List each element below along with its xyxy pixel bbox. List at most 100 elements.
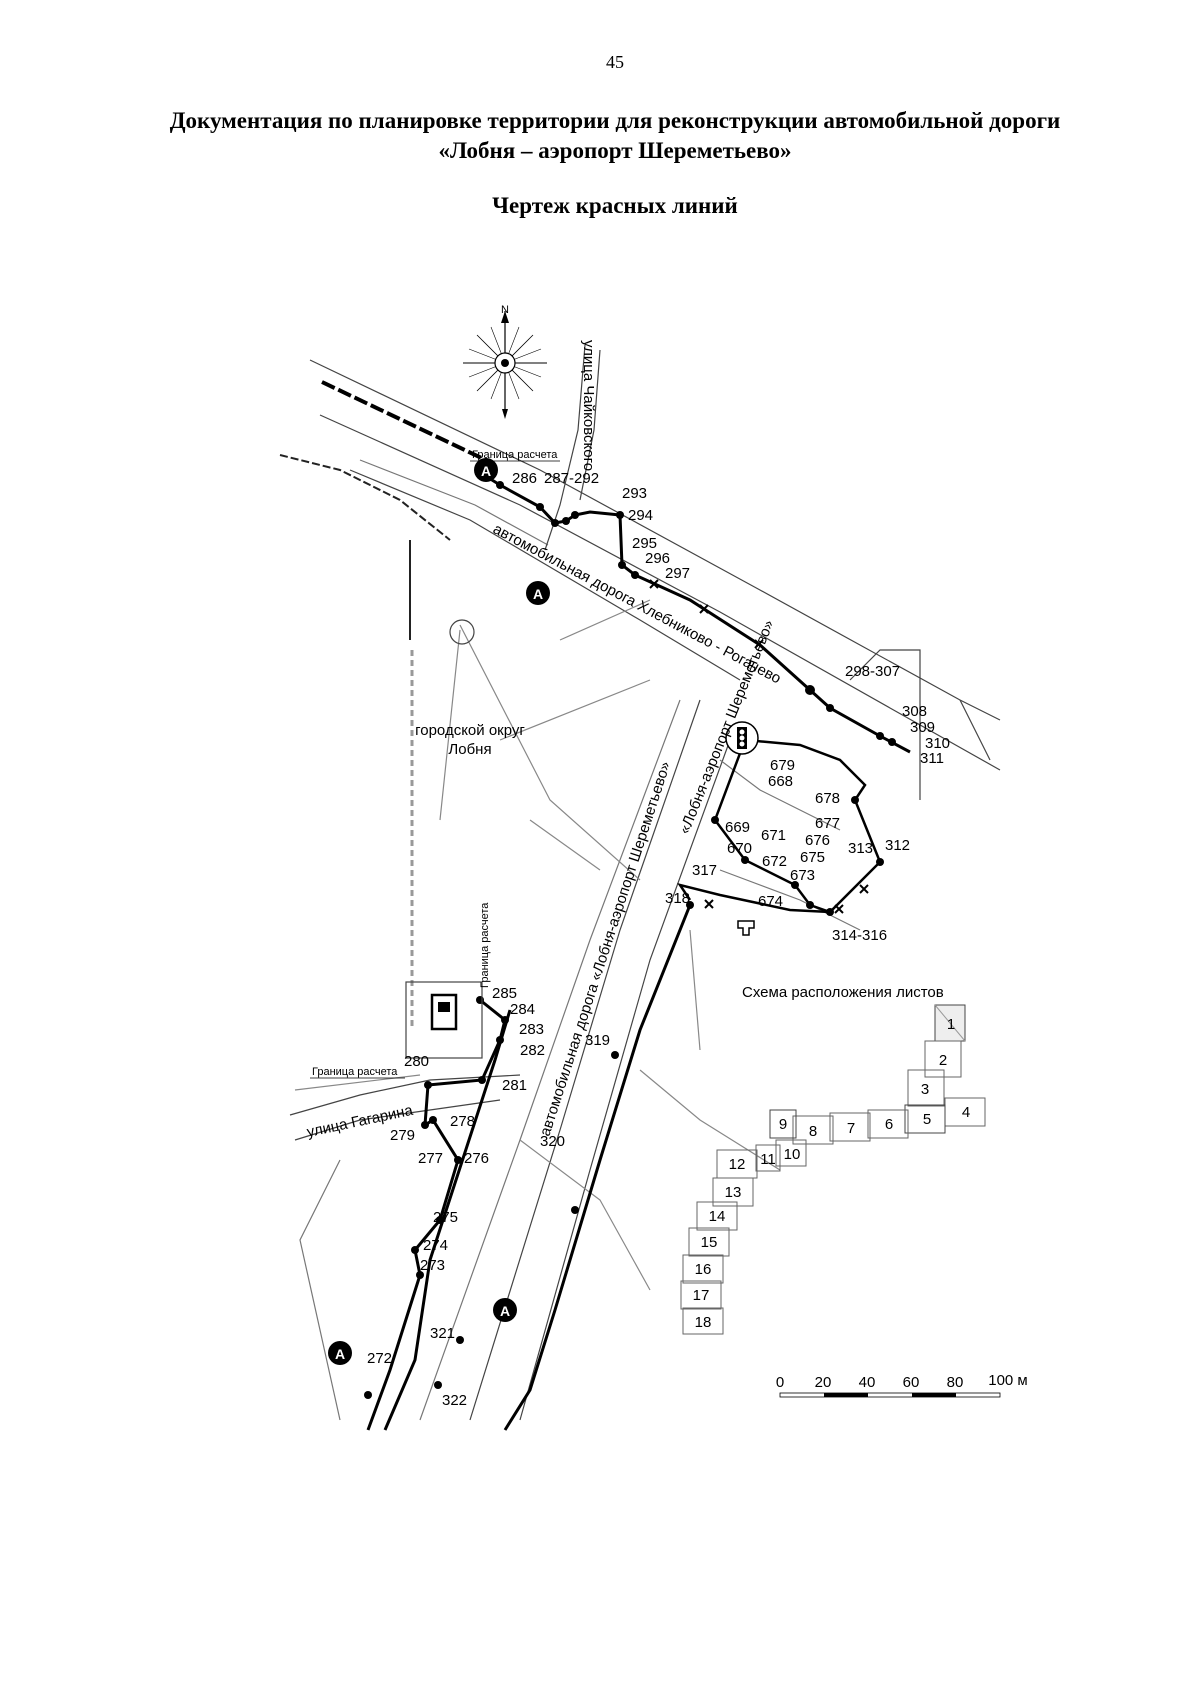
- point-label: 674: [758, 893, 783, 910]
- boundary-label-gagarina: Граница расчета: [312, 1066, 398, 1078]
- svg-text:3: 3: [921, 1081, 929, 1098]
- sheet-7: 7: [829, 1112, 871, 1142]
- point-label: 679: [770, 757, 795, 774]
- point-label: 272: [367, 1350, 392, 1367]
- svg-text:10: 10: [784, 1146, 801, 1163]
- boundary-label-north: Граница расчета: [472, 449, 558, 461]
- svg-text:A: A: [500, 1303, 510, 1319]
- traffic-light-icon: [725, 721, 759, 755]
- svg-text:A: A: [481, 463, 491, 479]
- svg-text:6: 6: [885, 1116, 893, 1133]
- svg-text:7: 7: [847, 1120, 855, 1137]
- svg-text:40: 40: [859, 1374, 876, 1391]
- svg-text:11: 11: [760, 1151, 776, 1168]
- point-label: 275: [433, 1209, 458, 1226]
- point-label: 318: [665, 890, 690, 907]
- red-line-markers: [649, 579, 869, 914]
- point-label: 283: [519, 1021, 544, 1038]
- point-label: 312: [885, 837, 910, 854]
- point-label: 314-316: [832, 927, 887, 944]
- sheet-1: 1: [934, 1004, 966, 1042]
- boundary-label-fuel: Граница расчета: [479, 902, 491, 988]
- red-line-east: [677, 738, 882, 914]
- point-label: 273: [420, 1257, 445, 1274]
- svg-text:A: A: [335, 1346, 345, 1362]
- point-label: 317: [692, 862, 717, 879]
- point-label: 321: [430, 1325, 455, 1342]
- point-label: 669: [725, 819, 750, 836]
- point-label: 311: [920, 750, 944, 767]
- sheet-10: 10: [775, 1139, 807, 1167]
- drawing-subtitle: Чертеж красных линий: [492, 193, 738, 218]
- sheet-8: 8: [792, 1115, 834, 1145]
- point-label: 310: [925, 735, 950, 752]
- svg-text:20: 20: [815, 1374, 832, 1391]
- point-label: 284: [510, 1001, 535, 1018]
- svg-text:16: 16: [695, 1261, 712, 1278]
- sheet-scheme-title: Схема расположения листов: [742, 984, 944, 1001]
- document-title-line-2: «Лобня – аэропорт Шереметьево»: [438, 138, 792, 163]
- svg-text:14: 14: [709, 1208, 726, 1225]
- point-label: 281: [502, 1077, 527, 1094]
- road-network: [279, 344, 1001, 1421]
- point-label: 282: [520, 1042, 545, 1059]
- svg-text:4: 4: [962, 1104, 970, 1121]
- sheet-14: 14: [696, 1201, 738, 1231]
- point-label: 313: [848, 840, 873, 857]
- sheet-17: 17: [680, 1280, 722, 1310]
- red-line-nodes: [364, 481, 896, 1399]
- sheet-5: 5: [904, 1104, 946, 1134]
- svg-text:18: 18: [695, 1314, 712, 1331]
- point-label: 274: [423, 1237, 448, 1254]
- sheet-3: 3: [907, 1069, 945, 1107]
- point-label: 678: [815, 790, 840, 807]
- sheet-2: 2: [924, 1040, 962, 1078]
- bus-stop-icon: A: [328, 1341, 352, 1365]
- document-title-line-1: Документация по планировке территории дл…: [169, 108, 1061, 133]
- point-label: 298-307: [845, 663, 900, 680]
- svg-text:80: 80: [947, 1374, 964, 1391]
- point-label: 294: [628, 507, 653, 524]
- point-label: 670: [727, 840, 752, 857]
- svg-text:12: 12: [729, 1156, 746, 1173]
- document-title: Документация по планировке территории дл…: [120, 106, 1110, 166]
- svg-text:13: 13: [725, 1184, 742, 1201]
- point-label: 277: [418, 1150, 443, 1167]
- svg-text:A: A: [533, 586, 543, 602]
- point-label: 671: [761, 827, 786, 844]
- point-label: 295: [632, 535, 657, 552]
- svg-text:5: 5: [923, 1111, 931, 1128]
- bus-stop-icon: A: [526, 581, 550, 605]
- svg-text:17: 17: [693, 1287, 710, 1304]
- building-icon: [737, 920, 755, 936]
- point-label: 676: [805, 832, 830, 849]
- bus-stop-icon: A: [493, 1298, 517, 1322]
- point-label: 673: [790, 867, 815, 884]
- svg-text:9: 9: [779, 1116, 787, 1133]
- scale-bar: 0 20 40 60 80 100 м: [776, 1372, 1028, 1398]
- point-label: 308: [902, 703, 927, 720]
- fuel-station-icon: [405, 981, 483, 1059]
- point-label: 668: [768, 773, 793, 790]
- point-label: 296: [645, 550, 670, 567]
- point-label: 286: [512, 470, 537, 487]
- sheet-12: 12: [716, 1149, 758, 1179]
- point-label: 279: [390, 1127, 415, 1144]
- sheet-6: 6: [867, 1109, 909, 1139]
- sheet-9: 9: [769, 1109, 797, 1139]
- sheet-11: 11: [755, 1144, 781, 1172]
- point-label: 293: [622, 485, 647, 502]
- point-label: 276: [464, 1150, 489, 1167]
- point-label: 322: [442, 1392, 467, 1409]
- svg-text:100 м: 100 м: [988, 1372, 1028, 1389]
- compass-rose-icon: [463, 311, 547, 419]
- svg-text:2: 2: [939, 1052, 947, 1069]
- svg-text:60: 60: [903, 1374, 920, 1391]
- railway: [321, 380, 491, 464]
- point-label: 297: [665, 565, 690, 582]
- sheet-18: 18: [682, 1307, 724, 1335]
- red-line-sheremetyevo: [383, 904, 692, 1431]
- point-label: 675: [800, 849, 825, 866]
- point-label: 285: [492, 985, 517, 1002]
